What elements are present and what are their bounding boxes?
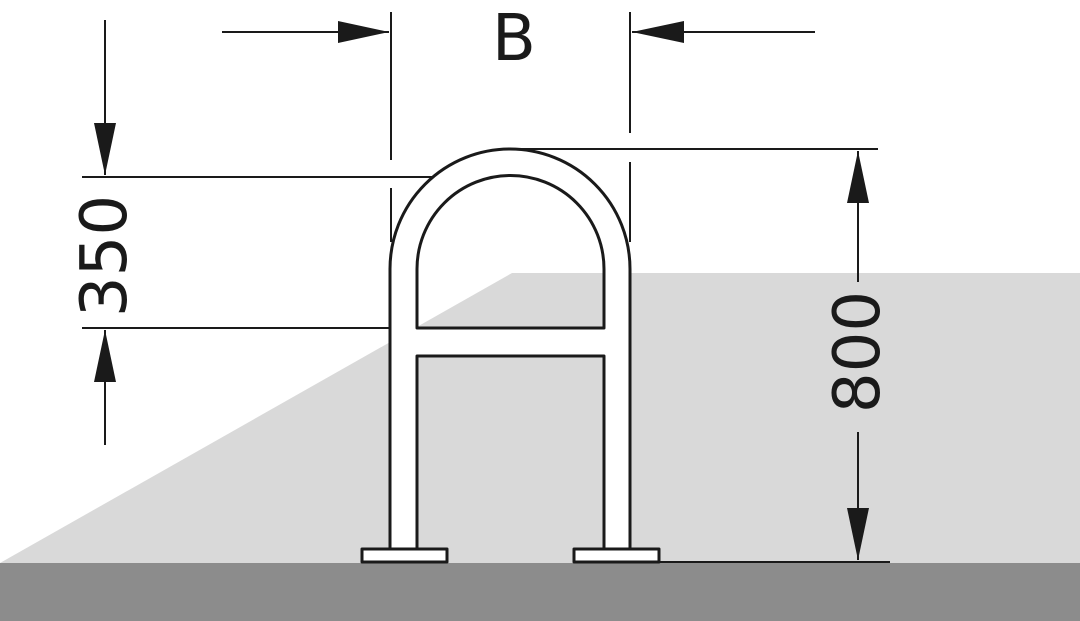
bike-rack xyxy=(360,147,661,564)
ground-surface xyxy=(0,273,1080,563)
upper-arrowhead-top xyxy=(94,123,116,175)
upper-height-label: 350 xyxy=(68,195,142,317)
ground-base xyxy=(0,563,1080,621)
rack-baseplate-right xyxy=(572,547,661,564)
width-label: B xyxy=(492,2,536,76)
total-height-label: 800 xyxy=(821,291,895,413)
rack-baseplate-left xyxy=(360,547,449,564)
width-dimension xyxy=(222,12,815,242)
upper-arrowhead-bottom xyxy=(94,330,116,382)
rack-hoop xyxy=(388,147,632,551)
total-height-dimension xyxy=(520,148,890,563)
total-arrowhead-bottom xyxy=(847,508,869,560)
upper-height-dimension xyxy=(82,20,490,445)
width-arrowhead-right xyxy=(632,21,684,43)
width-arrowhead-left xyxy=(338,21,389,43)
total-arrowhead-top xyxy=(847,151,869,203)
